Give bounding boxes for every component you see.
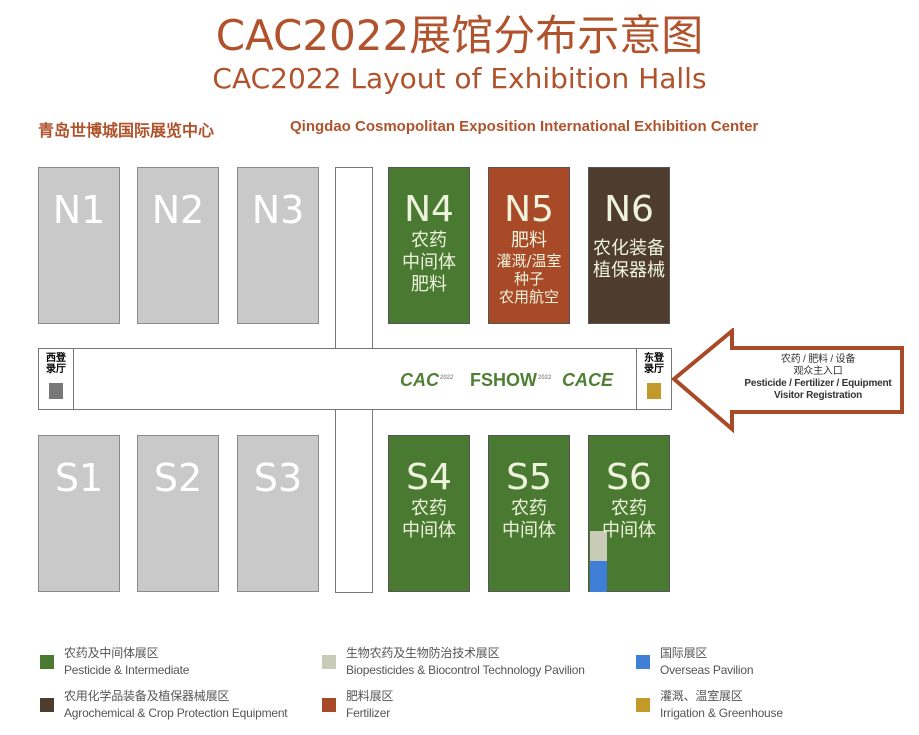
hall-s1: S1 <box>38 435 120 592</box>
hall-category: 肥料 <box>411 274 447 295</box>
entrance-text: Pesticide / Fertilizer / Equipment <box>744 378 892 389</box>
hall-category: 种子 <box>513 270 544 288</box>
fshow-logo-text: FSHOW <box>470 370 537 390</box>
legend-label-cn: 生物农药及生物防治技术展区 <box>346 646 500 660</box>
hall-code: S4 <box>406 457 452 498</box>
legend-label-cn: 国际展区 <box>660 646 708 660</box>
venue-name-cn: 青岛世博城国际展览中心 <box>38 121 215 140</box>
hall-category: 农化装备 <box>593 238 665 259</box>
legend-label-cn: 灌溉、温室展区 <box>660 689 743 703</box>
person-icon <box>49 383 63 399</box>
legend-label-cn: 农药及中间体展区 <box>64 646 159 660</box>
hall-s3: S3 <box>237 435 319 592</box>
entrance-text: Visitor Registration <box>773 390 863 401</box>
hall-category: 肥料 <box>511 230 547 251</box>
main-entrance-arrow <box>670 328 904 434</box>
overseas-area <box>590 561 607 592</box>
hall-category: 中间体 <box>602 520 656 541</box>
legend-item: 农用化学品装备及植保器械展区 Agrochemical & Crop Protec… <box>64 688 288 722</box>
legend-item: 农药及中间体展区 Pesticide & Intermediate <box>64 645 189 679</box>
hall-category: 农药 <box>611 498 647 519</box>
hall-code: N2 <box>151 188 205 232</box>
page-subtitle: CAC2022 Layout of Exhibition Halls <box>212 62 707 95</box>
hall-s2: S2 <box>137 435 219 592</box>
hall-category: 中间体 <box>502 520 556 541</box>
hall-category: 灌溉/温室 <box>496 252 562 270</box>
legend-swatch <box>636 698 650 712</box>
reg-label: 录厅 <box>46 364 66 375</box>
legend-item: 肥料展区 Fertilizer <box>346 688 393 722</box>
hall-code: N1 <box>52 188 106 232</box>
hall-code: N4 <box>404 189 454 230</box>
biopesticide-area <box>590 531 607 561</box>
east-registration-hall: 东登 录厅 <box>636 348 672 410</box>
cace-logo-text: CACE <box>562 370 614 390</box>
hall-category: 农药 <box>411 230 447 251</box>
legend-item: 国际展区 Overseas Pavilion <box>660 645 754 679</box>
reg-label: 东登 <box>644 353 664 364</box>
cace-logo: CACE <box>562 370 613 391</box>
page-title: CAC2022展馆分布示意图 <box>215 11 704 60</box>
hall-code: N5 <box>504 189 554 230</box>
entrance-text: 农药 / 肥料 / 设备 <box>780 354 856 365</box>
hall-code: S1 <box>54 456 104 500</box>
legend-label-en: Biopesticides & Biocontrol Technology Pa… <box>346 663 585 677</box>
hall-code: S6 <box>606 457 652 498</box>
cac-logo-text: CAC <box>400 370 439 390</box>
entrance-text: 观众主入口 <box>793 366 843 377</box>
legend-label-cn: 农用化学品装备及植保器械展区 <box>64 689 230 703</box>
hall-category: 植保器械 <box>593 260 665 281</box>
reg-label: 录厅 <box>644 364 664 375</box>
legend-label-en: Irrigation & Greenhouse <box>660 706 783 720</box>
logo-year: 2022 <box>440 375 454 381</box>
west-registration-hall: 西登 录厅 <box>38 348 74 410</box>
legend-label-en: Fertilizer <box>346 706 391 720</box>
person-icon <box>647 383 661 399</box>
hall-code: N6 <box>604 189 654 230</box>
hall-category: 中间体 <box>402 520 456 541</box>
legend-swatch <box>322 698 336 712</box>
hall-n6: N6 农化装备植保器械 <box>588 167 670 324</box>
legend-label-en: Pesticide & Intermediate <box>64 663 190 677</box>
hall-code: S2 <box>153 456 203 500</box>
hall-n3: N3 <box>237 167 319 324</box>
venue-name-en: Qingdao Cosmopolitan Exposition Internat… <box>290 118 759 135</box>
legend-item: 生物农药及生物防治技术展区 Biopesticides & Biocontrol … <box>346 645 585 679</box>
legend-swatch <box>322 655 336 669</box>
cac-logo: CAC2022 <box>400 370 453 391</box>
reg-label: 西登 <box>46 353 66 364</box>
hall-code: S5 <box>506 457 552 498</box>
legend-swatch <box>40 698 54 712</box>
legend-swatch <box>40 655 54 669</box>
hall-code: S3 <box>253 456 303 500</box>
legend-label-en: Agrochemical & Crop Protection Equipment <box>64 706 288 720</box>
hall-n1: N1 <box>38 167 120 324</box>
legend-swatch <box>636 655 650 669</box>
hall-category: 农药 <box>511 498 547 519</box>
hall-n2: N2 <box>137 167 219 324</box>
entrance-label: 农药 / 肥料 / 设备 观众主入口 Pesticide / Fertilize… <box>732 354 904 402</box>
legend-item: 灌溉、温室展区 Irrigation & Greenhouse <box>660 688 783 722</box>
hall-code: N3 <box>251 188 305 232</box>
hall-category: 农用航空 <box>498 288 559 306</box>
hall-category: 农药 <box>411 498 447 519</box>
hall-category: 中间体 <box>402 252 456 273</box>
fshow-logo: FSHOW2022 <box>470 370 551 391</box>
legend-label-cn: 肥料展区 <box>346 689 394 703</box>
legend-label-en: Overseas Pavilion <box>660 663 754 677</box>
corridor-junction <box>336 349 372 409</box>
logo-year: 2022 <box>538 375 552 381</box>
